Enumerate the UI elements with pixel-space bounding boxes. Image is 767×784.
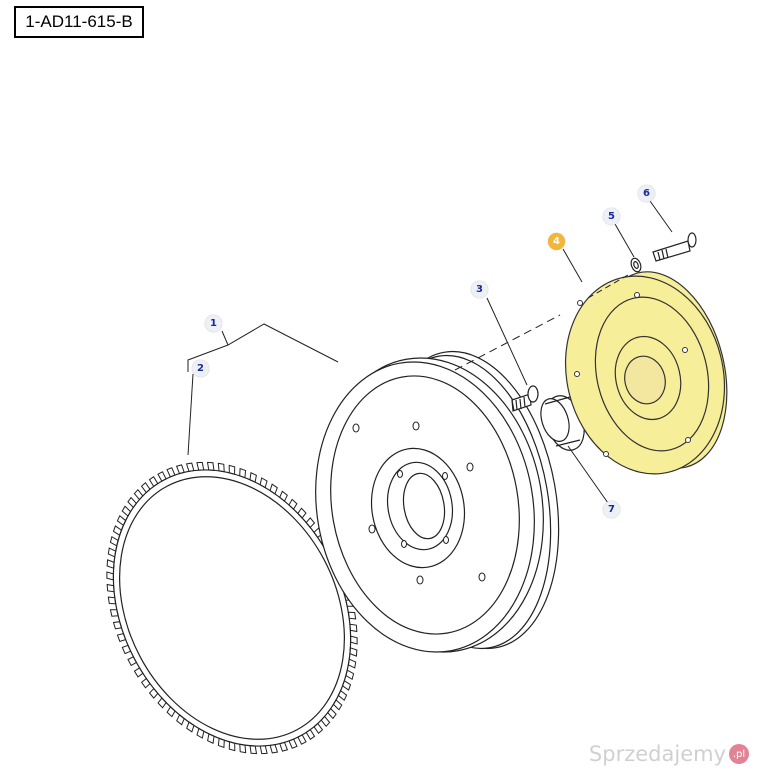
gear-tooth [206,461,215,471]
watermark: Sprzedajemy .pl [589,742,749,766]
callout-4[interactable]: 4 [548,233,565,250]
leader-lines [187,200,673,504]
gear-tooth [297,507,307,519]
callout-6[interactable]: 6 [638,185,655,202]
callout-2[interactable]: 2 [192,360,209,377]
gear-tooth [185,462,195,472]
gear-tooth [166,706,176,718]
gear-tooth [140,677,151,689]
callout-3[interactable]: 3 [471,281,488,298]
washer-part-5 [630,257,642,273]
reference-code: 1-AD11-615-B [25,12,133,31]
watermark-badge: .pl [729,744,749,764]
drive-plate-highlighted [564,271,728,475]
gear-tooth [269,744,279,754]
gear-tooth [305,517,316,529]
gear-tooth [249,745,258,755]
gear-tooth [106,559,115,569]
gear-tooth [350,635,358,645]
watermark-text: Sprzedajemy [588,742,726,766]
flywheel [315,350,560,653]
bolt-part-3 [511,385,539,412]
callout-5[interactable]: 5 [603,208,620,225]
gear-tooth [106,571,114,581]
gear-tooth [196,461,205,471]
gear-tooth [157,697,167,709]
reference-code-box: 1-AD11-615-B [14,6,144,38]
callout-1[interactable]: 1 [205,315,222,332]
gear-tooth [148,687,159,699]
bolt-part-6 [652,232,697,262]
gear-tooth [259,745,268,755]
gear-tooth [288,498,298,510]
gear-tooth [349,647,358,657]
callout-7[interactable]: 7 [603,501,620,518]
